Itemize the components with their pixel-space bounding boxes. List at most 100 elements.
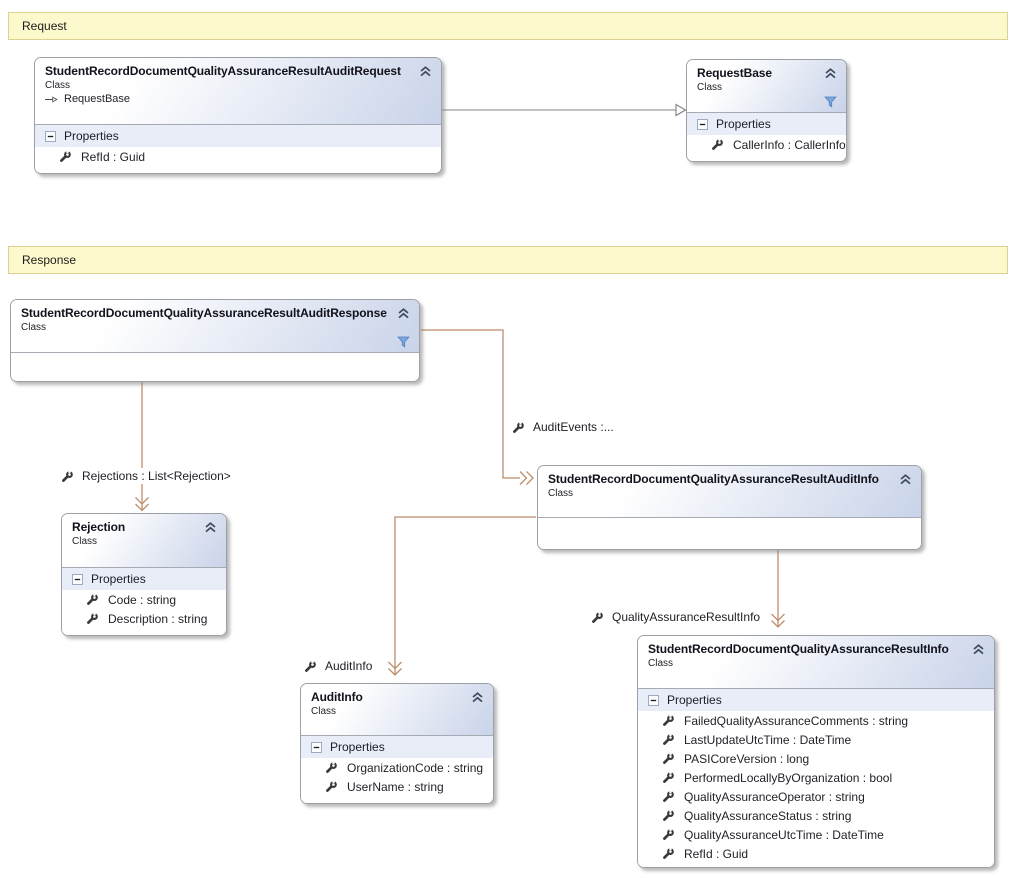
class-header: RequestBase Class bbox=[687, 60, 846, 113]
wrench-icon bbox=[662, 771, 675, 784]
collapse-minus-icon[interactable] bbox=[45, 131, 56, 142]
property-row[interactable]: LastUpdateUtcTime : DateTime bbox=[638, 730, 994, 749]
wrench-icon bbox=[662, 714, 675, 727]
connector-label-text: AuditInfo bbox=[325, 659, 373, 673]
class-box-audit-info-detail[interactable]: StudentRecordDocumentQualityAssuranceRes… bbox=[537, 465, 922, 550]
connector-label-text: Rejections : List<Rejection> bbox=[82, 469, 231, 483]
wrench-icon bbox=[304, 660, 317, 673]
class-box-audit-info[interactable]: AuditInfo Class Properties OrganizationC… bbox=[300, 683, 494, 804]
class-kind: Class bbox=[697, 82, 723, 93]
property-label: RefId : Guid bbox=[81, 149, 146, 164]
class-kind: Class bbox=[21, 322, 47, 333]
connector-inheritance-requestbase[interactable] bbox=[442, 103, 687, 117]
class-kind: Class bbox=[45, 80, 71, 91]
property-row[interactable]: PerformedLocallyByOrganization : bool bbox=[638, 768, 994, 787]
connector-label-text: QualityAssuranceResultInfo bbox=[612, 610, 761, 624]
collapse-minus-icon[interactable] bbox=[648, 695, 659, 706]
class-kind: Class bbox=[548, 488, 574, 499]
class-title: StudentRecordDocumentQualityAssuranceRes… bbox=[45, 64, 401, 78]
connector-label-rejections[interactable]: Rejections : List<Rejection> bbox=[58, 468, 234, 484]
collapse-chevron-icon[interactable] bbox=[204, 522, 217, 533]
section-row-properties[interactable]: Properties bbox=[35, 125, 441, 147]
inheritance-arrow-icon bbox=[45, 95, 58, 104]
property-row[interactable]: RefId : Guid bbox=[35, 147, 441, 166]
connector-label-audit-events[interactable]: AuditEvents :... bbox=[509, 419, 617, 435]
property-row[interactable]: QualityAssuranceOperator : string bbox=[638, 787, 994, 806]
property-label: CallerInfo : CallerInfo bbox=[733, 137, 846, 152]
wrench-icon bbox=[86, 612, 99, 625]
class-kind: Class bbox=[648, 658, 674, 669]
property-label: PASICoreVersion : long bbox=[684, 751, 810, 766]
class-box-result-info[interactable]: StudentRecordDocumentQualityAssuranceRes… bbox=[637, 635, 995, 868]
class-header: StudentRecordDocumentQualityAssuranceRes… bbox=[638, 636, 994, 689]
collapse-chevron-icon[interactable] bbox=[419, 66, 432, 77]
class-title: AuditInfo bbox=[311, 690, 363, 704]
section-label: Properties bbox=[91, 572, 146, 586]
wrench-icon bbox=[61, 470, 74, 483]
comment-band-request[interactable]: Request bbox=[8, 12, 1008, 40]
property-label: LastUpdateUtcTime : DateTime bbox=[684, 732, 852, 747]
property-row[interactable]: RefId : Guid bbox=[638, 844, 994, 863]
inherits-row: RequestBase bbox=[45, 93, 417, 105]
section-row-properties[interactable]: Properties bbox=[301, 736, 493, 758]
property-row[interactable]: Code : string bbox=[62, 590, 226, 609]
class-header: StudentRecordDocumentQualityAssuranceRes… bbox=[538, 466, 921, 518]
property-row[interactable]: QualityAssuranceStatus : string bbox=[638, 806, 994, 825]
connector-rejections[interactable] bbox=[135, 382, 149, 512]
class-kind: Class bbox=[72, 536, 98, 547]
filter-icon[interactable] bbox=[824, 96, 837, 108]
connector-quality-assurance-result-info[interactable] bbox=[771, 550, 785, 628]
class-title: Rejection bbox=[72, 520, 126, 534]
property-row[interactable]: OrganizationCode : string bbox=[301, 758, 493, 777]
property-label: FailedQualityAssuranceComments : string bbox=[684, 713, 909, 728]
property-row[interactable]: FailedQualityAssuranceComments : string bbox=[638, 711, 994, 730]
class-empty-body bbox=[11, 353, 419, 381]
property-label: OrganizationCode : string bbox=[347, 760, 484, 775]
connector-audit-events[interactable] bbox=[421, 329, 534, 485]
property-row[interactable]: QualityAssuranceUtcTime : DateTime bbox=[638, 825, 994, 844]
wrench-icon bbox=[662, 809, 675, 822]
collapse-chevron-icon[interactable] bbox=[397, 308, 410, 319]
filter-icon[interactable] bbox=[397, 336, 410, 348]
wrench-icon bbox=[662, 847, 675, 860]
connector-audit-info[interactable] bbox=[388, 516, 537, 676]
wrench-icon bbox=[86, 593, 99, 606]
section-row-properties[interactable]: Properties bbox=[687, 113, 846, 135]
connector-label-quality-assurance-result-info[interactable]: QualityAssuranceResultInfo bbox=[588, 609, 764, 625]
collapse-chevron-icon[interactable] bbox=[824, 68, 837, 79]
property-row[interactable]: PASICoreVersion : long bbox=[638, 749, 994, 768]
band-label: Response bbox=[22, 253, 77, 267]
wrench-icon bbox=[662, 828, 675, 841]
class-title: RequestBase bbox=[697, 66, 772, 80]
connector-label-audit-info[interactable]: AuditInfo bbox=[301, 658, 376, 674]
collapse-minus-icon[interactable] bbox=[72, 574, 83, 585]
wrench-icon bbox=[662, 752, 675, 765]
class-title: StudentRecordDocumentQualityAssuranceRes… bbox=[21, 306, 387, 320]
class-box-rejection[interactable]: Rejection Class Properties Code : string… bbox=[61, 513, 227, 636]
section-row-properties[interactable]: Properties bbox=[638, 689, 994, 711]
property-row[interactable]: UserName : string bbox=[301, 777, 493, 796]
wrench-icon bbox=[512, 421, 525, 434]
wrench-icon bbox=[662, 733, 675, 746]
class-box-audit-request[interactable]: StudentRecordDocumentQualityAssuranceRes… bbox=[34, 57, 442, 174]
section-label: Properties bbox=[64, 129, 119, 143]
section-label: Properties bbox=[667, 693, 722, 707]
collapse-chevron-icon[interactable] bbox=[471, 692, 484, 703]
wrench-icon bbox=[325, 780, 338, 793]
connector-label-text: AuditEvents :... bbox=[533, 420, 614, 434]
property-row[interactable]: Description : string bbox=[62, 609, 226, 628]
wrench-icon bbox=[711, 138, 724, 151]
collapse-minus-icon[interactable] bbox=[697, 119, 708, 130]
section-label: Properties bbox=[716, 117, 771, 131]
collapse-chevron-icon[interactable] bbox=[972, 644, 985, 655]
comment-band-response[interactable]: Response bbox=[8, 246, 1008, 274]
property-label: PerformedLocallyByOrganization : bool bbox=[684, 770, 893, 785]
collapse-minus-icon[interactable] bbox=[311, 742, 322, 753]
class-title: StudentRecordDocumentQualityAssuranceRes… bbox=[648, 642, 949, 656]
section-row-properties[interactable]: Properties bbox=[62, 568, 226, 590]
property-row[interactable]: CallerInfo : CallerInfo bbox=[687, 135, 846, 154]
collapse-chevron-icon[interactable] bbox=[899, 474, 912, 485]
class-box-requestbase[interactable]: RequestBase Class Properties CallerInfo … bbox=[686, 59, 847, 162]
class-box-audit-response[interactable]: StudentRecordDocumentQualityAssuranceRes… bbox=[10, 299, 420, 382]
